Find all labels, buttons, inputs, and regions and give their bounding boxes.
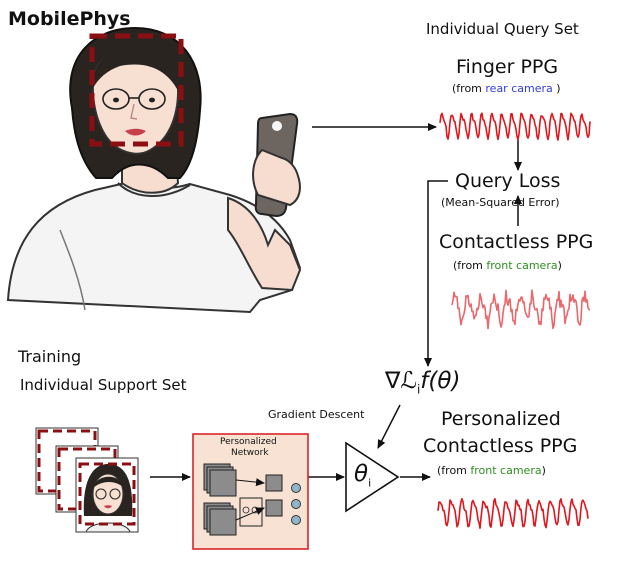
theta-label: θi [354, 463, 371, 489]
support-set-label: Individual Support Set [20, 376, 187, 394]
theta-symbol: θ [354, 461, 369, 487]
support-set-faces [35, 427, 139, 533]
network-label-line2: Network [231, 448, 269, 458]
source-suffix: ) [541, 464, 546, 477]
arrow-gradient-to-theta [377, 404, 401, 449]
mse-label: (Mean-Squared Error) [441, 196, 560, 209]
source-prefix: (from [452, 82, 486, 95]
source-prefix: (from [453, 259, 487, 272]
network-label-line1: Personalized [220, 437, 277, 447]
personalized-ppg-signal [437, 497, 589, 529]
finger-ppg-signal [439, 112, 591, 141]
query-set-heading: Individual Query Set [426, 20, 579, 38]
output-source: (from front camera) [437, 465, 546, 476]
gradient-symbol: ∇ℒ [385, 368, 417, 394]
output-node [291, 483, 301, 493]
finger-ppg-label: Finger PPG [456, 56, 559, 78]
output-title-line1: Personalized [441, 408, 561, 430]
gradient-expression: ∇ℒif(θ) [385, 370, 460, 396]
source-prefix: (from [437, 464, 471, 477]
output-node [291, 499, 301, 509]
front-camera-label: front camera [470, 464, 542, 477]
finger-ppg-source: (from rear camera ) [452, 83, 561, 94]
contactless-ppg-signal [451, 289, 591, 330]
gradient-descent-label: Gradient Descent [268, 408, 365, 421]
training-heading: Training [18, 347, 82, 366]
source-suffix: ) [557, 259, 562, 272]
gradient-subscript: i [416, 382, 421, 397]
conv-feature-maps [203, 463, 283, 536]
diagram-title: MobilePhys [8, 8, 131, 30]
output-title-line2: Contactless PPG [423, 435, 578, 457]
face-roi-box [89, 33, 184, 147]
contactless-ppg-label: Contactless PPG [439, 231, 594, 253]
person-illustration [6, 26, 302, 314]
theta-subscript: i [368, 476, 372, 490]
output-node [291, 515, 301, 525]
front-camera-label: front camera [486, 259, 558, 272]
query-loss-label: Query Loss [455, 170, 561, 192]
contactless-ppg-source: (from front camera) [453, 260, 562, 271]
source-suffix: ) [552, 82, 561, 95]
arrow-loss-to-gradient [424, 180, 448, 367]
gradient-function: f(θ) [420, 368, 461, 394]
theta-model-block [345, 441, 400, 513]
rear-camera-label: rear camera [485, 82, 553, 95]
personalized-network [192, 433, 309, 550]
